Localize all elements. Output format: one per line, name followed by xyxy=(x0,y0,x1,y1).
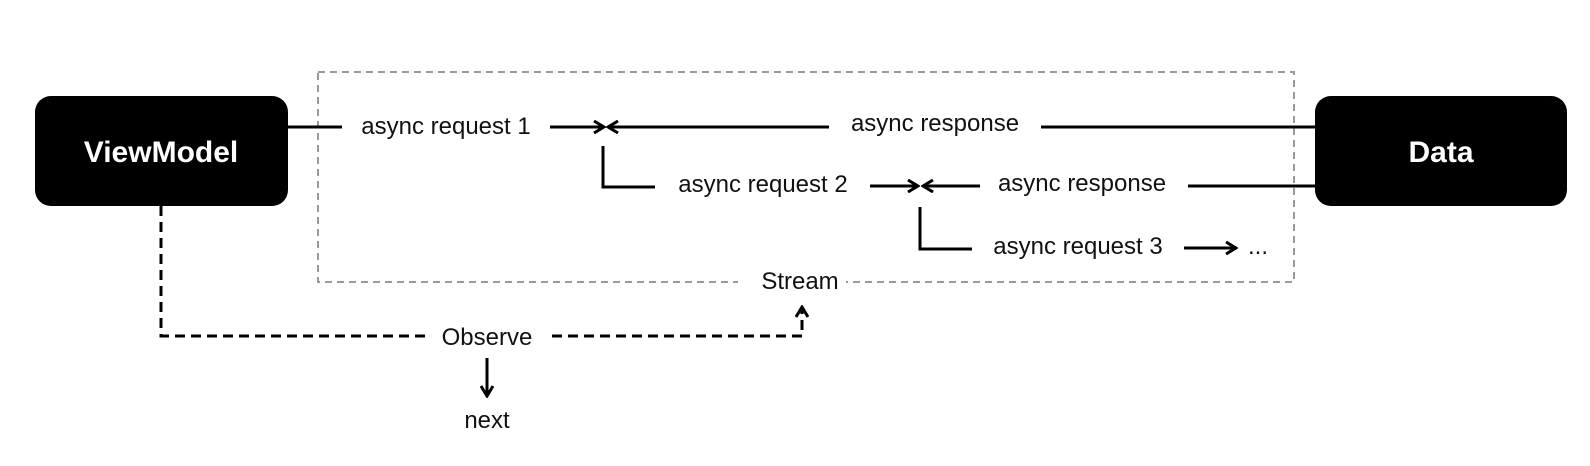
request-1-label: async request 1 xyxy=(361,113,530,140)
viewmodel-box xyxy=(35,96,288,206)
request-2-label: async request 2 xyxy=(678,171,847,198)
response-2-label: async response xyxy=(998,170,1166,197)
request-3-connector xyxy=(918,207,972,251)
stream-label: Stream xyxy=(761,268,838,295)
observe-line-right xyxy=(552,307,802,338)
next-label: next xyxy=(464,407,510,434)
observe-label: Observe xyxy=(442,324,533,351)
viewmodel-label: ViewModel xyxy=(84,136,238,169)
request-3-label: async request 3 xyxy=(993,233,1162,260)
viewmodel-node[interactable]: ViewModel xyxy=(35,96,288,206)
observe-line-left xyxy=(159,206,428,338)
data-label: Data xyxy=(1408,136,1473,169)
data-box xyxy=(1315,96,1567,206)
request-2-connector xyxy=(601,146,655,189)
data-node[interactable]: Data xyxy=(1315,96,1567,206)
ellipsis-label: ... xyxy=(1248,233,1268,260)
response-1-label: async response xyxy=(851,110,1019,137)
stream-label-gap xyxy=(738,270,846,294)
